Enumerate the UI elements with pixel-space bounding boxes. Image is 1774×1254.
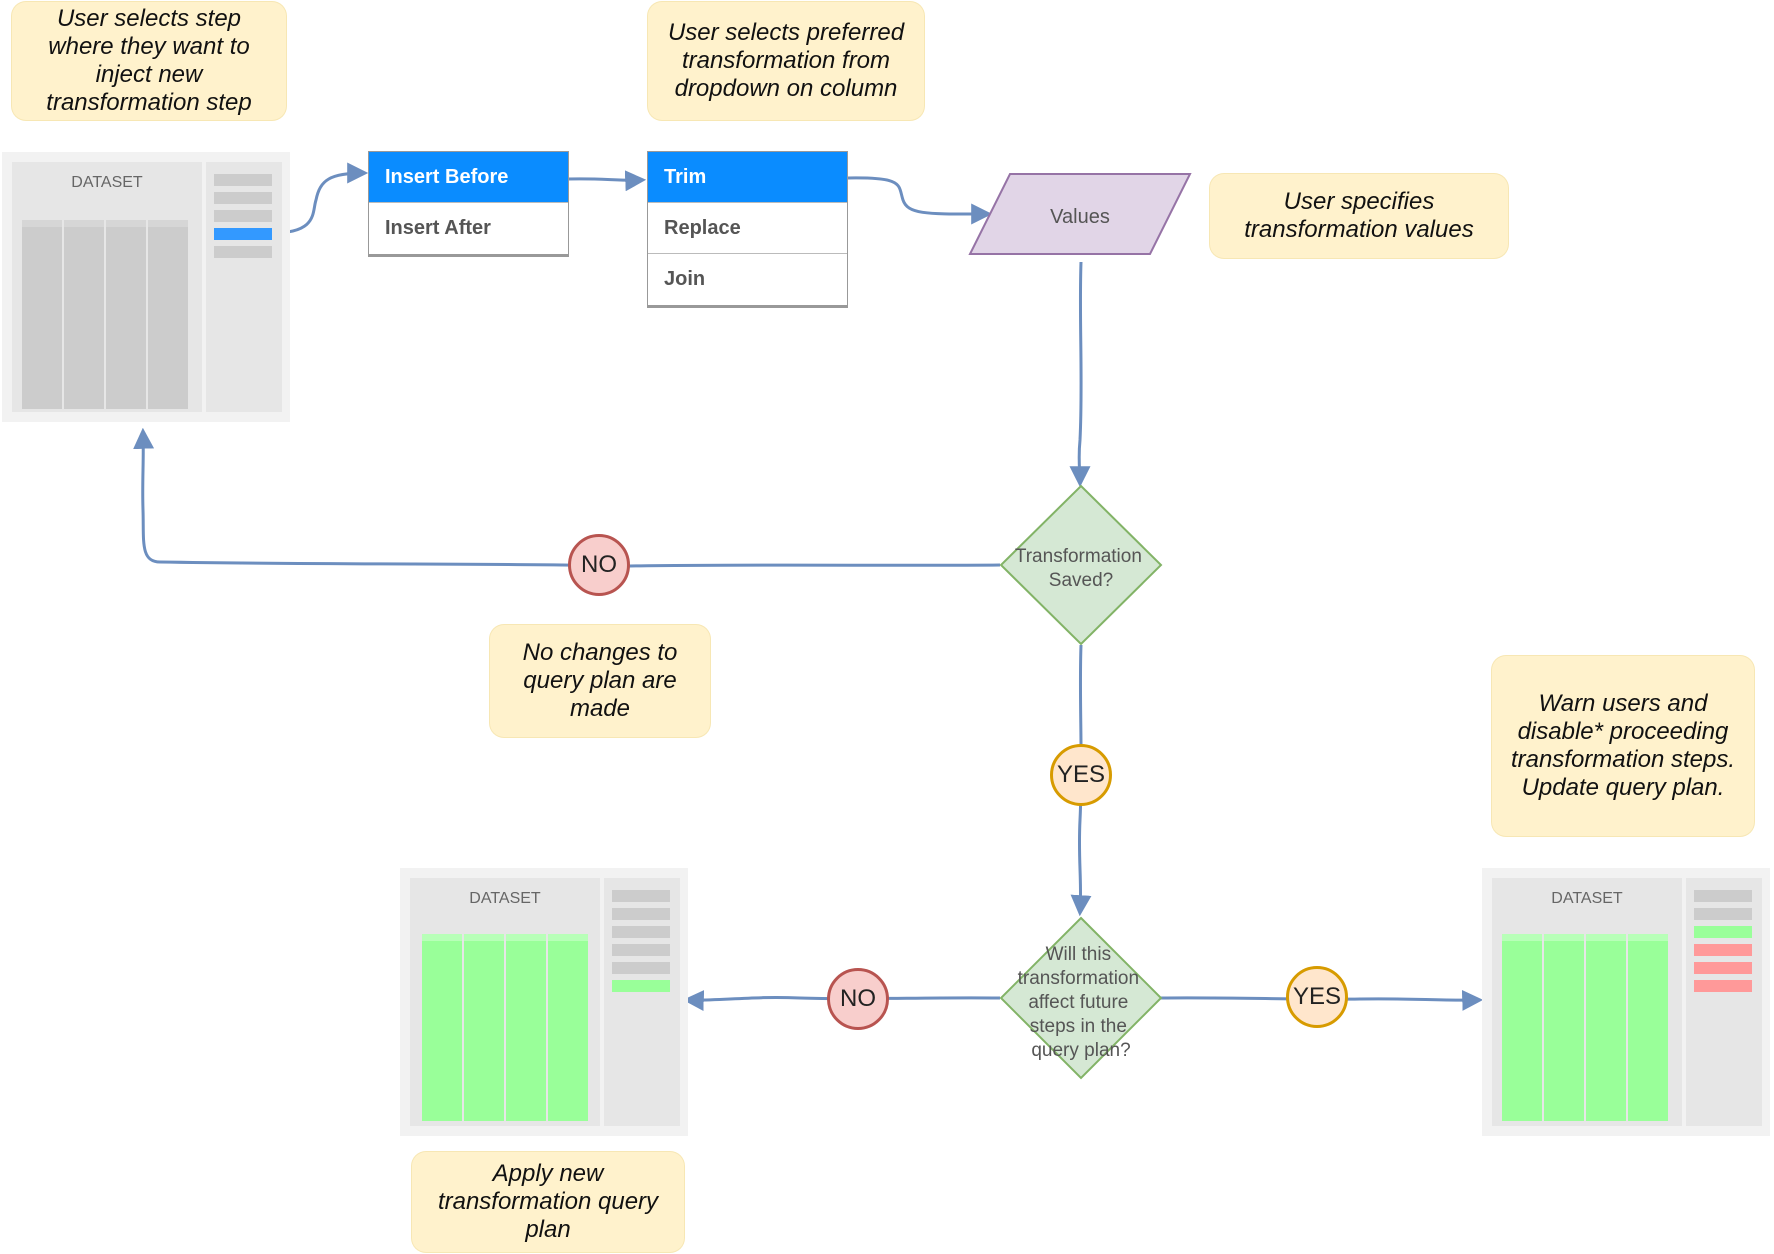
transformation-steps-list bbox=[604, 878, 680, 1126]
step-row-selected[interactable] bbox=[214, 228, 272, 240]
note-specify-values: User specifies transformation values bbox=[1210, 174, 1508, 258]
dataset-table: DATASET bbox=[410, 878, 600, 1126]
step-row[interactable] bbox=[612, 926, 670, 938]
step-row[interactable] bbox=[612, 890, 670, 902]
note-apply-plan-text: Apply new transformation query plan bbox=[437, 1160, 659, 1243]
note-no-changes: No changes to query plan are made bbox=[490, 625, 710, 737]
no-badge-saved: NO bbox=[568, 534, 630, 596]
note-select-transformation: User selects preferred transformation fr… bbox=[648, 2, 924, 120]
decision-affect-label: Will this transformation affect future s… bbox=[1018, 944, 1145, 1061]
transformation-steps-list bbox=[206, 162, 282, 412]
step-row-disabled[interactable] bbox=[1694, 944, 1752, 956]
step-row[interactable] bbox=[214, 192, 272, 204]
dataset-column-updated bbox=[1544, 934, 1584, 1121]
insert-menu: Insert Before Insert After bbox=[368, 151, 569, 255]
step-row[interactable] bbox=[214, 174, 272, 186]
replace-option[interactable]: Replace bbox=[648, 203, 847, 254]
step-row[interactable] bbox=[1694, 908, 1752, 920]
values-data-shape bbox=[968, 173, 1192, 255]
connector-saved-yes-to-decision-affect bbox=[1070, 644, 1092, 917]
step-row-disabled[interactable] bbox=[1694, 962, 1752, 974]
yes-badge-affect: YES bbox=[1286, 966, 1348, 1028]
connector-transform-to-values bbox=[847, 176, 993, 225]
connector-affect-no-to-apply-panel bbox=[682, 990, 1001, 1012]
dataset-column-updated bbox=[422, 934, 462, 1121]
dataset-panel-apply: DATASET bbox=[400, 868, 688, 1136]
dataset-column-updated bbox=[1628, 934, 1668, 1121]
step-row[interactable] bbox=[214, 246, 272, 258]
transformation-steps-list bbox=[1686, 878, 1762, 1126]
dataset-column-updated bbox=[506, 934, 546, 1121]
step-row-disabled[interactable] bbox=[1694, 980, 1752, 992]
dataset-column bbox=[106, 220, 146, 409]
note-select-step: User selects step where they want to inj… bbox=[12, 2, 286, 120]
dataset-panel-warn: DATASET bbox=[1482, 868, 1770, 1136]
note-no-changes-text: No changes to query plan are made bbox=[522, 639, 678, 722]
step-row[interactable] bbox=[612, 962, 670, 974]
dataset-column-updated bbox=[464, 934, 504, 1121]
dataset-table: DATASET bbox=[1492, 878, 1682, 1126]
connector-values-to-decision-saved bbox=[1069, 261, 1091, 488]
note-warn-users-text: Warn users and disable* proceeding trans… bbox=[1510, 690, 1736, 801]
dataset-panel-select: DATASET bbox=[2, 152, 290, 422]
dataset-label: DATASET bbox=[1551, 890, 1623, 907]
dataset-column bbox=[148, 220, 188, 409]
decision-saved-diamond bbox=[999, 484, 1163, 646]
join-option[interactable]: Join bbox=[664, 268, 706, 290]
note-apply-plan: Apply new transformation query plan bbox=[412, 1152, 684, 1252]
no-badge-affect: NO bbox=[827, 968, 889, 1030]
values-label: Values bbox=[1050, 206, 1110, 228]
connector-saved-no-to-dataset bbox=[133, 427, 1001, 568]
dataset-label: DATASET bbox=[469, 890, 541, 907]
dataset-column bbox=[22, 220, 62, 409]
yes-badge-saved: YES bbox=[1050, 744, 1112, 806]
note-select-transformation-text: User selects preferred transformation fr… bbox=[667, 19, 905, 102]
step-row[interactable] bbox=[612, 908, 670, 920]
step-row[interactable] bbox=[214, 210, 272, 222]
dataset-column-updated bbox=[548, 934, 588, 1121]
insert-after-option[interactable]: Insert After bbox=[385, 217, 491, 239]
connector-insert-to-transform bbox=[567, 170, 647, 192]
connector-dataset-to-insert-menu bbox=[271, 162, 369, 235]
step-row-new[interactable] bbox=[612, 980, 670, 992]
decision-saved-label: Transformation Saved? bbox=[1015, 546, 1147, 591]
step-row-new[interactable] bbox=[1694, 926, 1752, 938]
dataset-column-updated bbox=[1502, 934, 1542, 1121]
decision-affect-diamond bbox=[999, 916, 1163, 1080]
dataset-column bbox=[64, 220, 104, 409]
dataset-table: DATASET bbox=[12, 162, 202, 412]
note-warn-users: Warn users and disable* proceeding trans… bbox=[1492, 656, 1754, 836]
dataset-column-updated bbox=[1586, 934, 1626, 1121]
step-row[interactable] bbox=[1694, 890, 1752, 902]
note-select-step-text: User selects step where they want to inj… bbox=[46, 5, 252, 116]
step-row[interactable] bbox=[612, 944, 670, 956]
dataset-label: DATASET bbox=[71, 174, 143, 191]
trim-option[interactable]: Trim bbox=[648, 152, 847, 203]
note-specify-values-text: User specifies transformation values bbox=[1244, 188, 1474, 243]
transformation-menu: Trim Replace Join bbox=[647, 151, 848, 306]
insert-before-option[interactable]: Insert Before bbox=[369, 152, 568, 203]
